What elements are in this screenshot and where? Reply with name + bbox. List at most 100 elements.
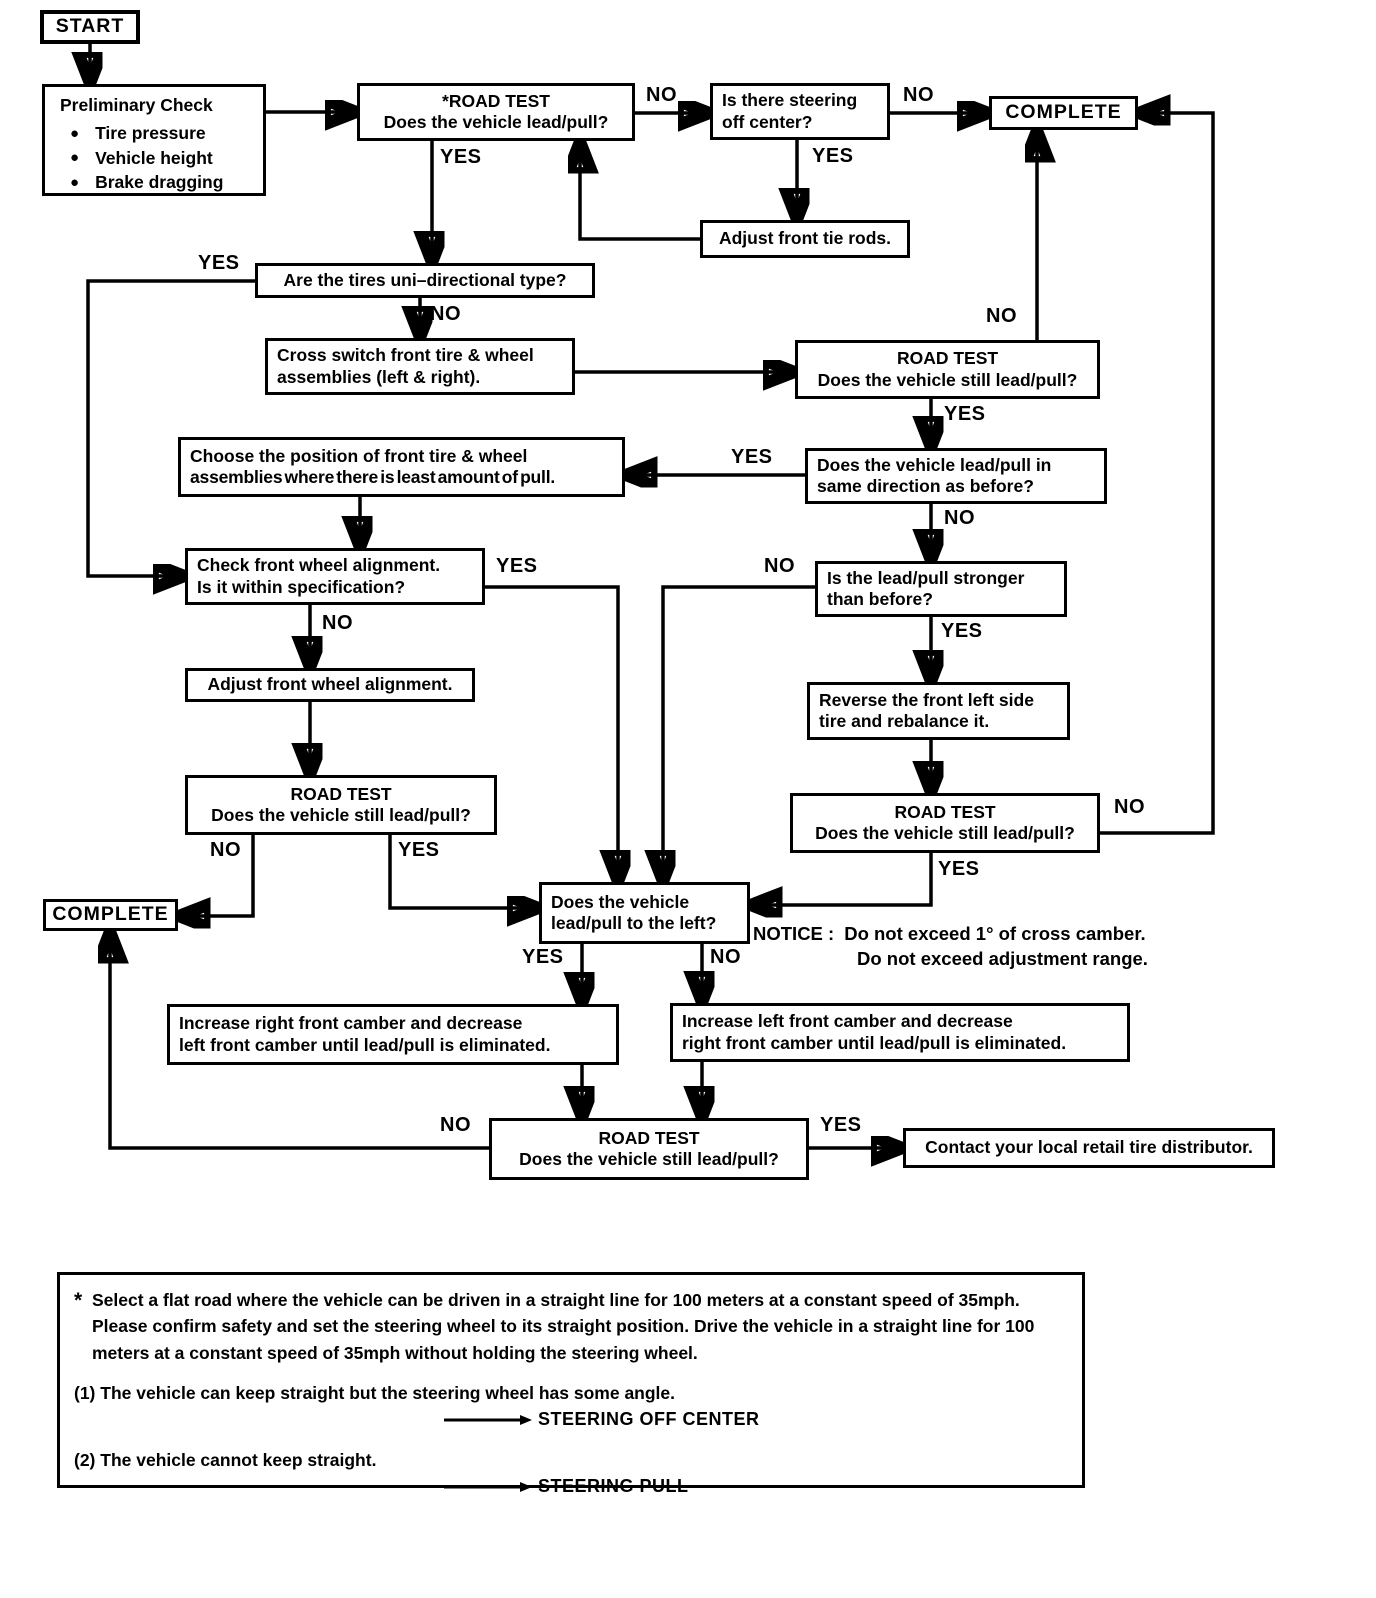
label-stronger-no: NO: [764, 555, 795, 577]
road-test-2-title: ROAD TEST: [896, 348, 999, 369]
steering-line1: Is there steering: [722, 90, 858, 111]
notice-line1: Do not exceed 1° of cross camber.: [844, 923, 1146, 944]
node-start: START: [40, 10, 140, 44]
footnote-paragraph: * Select a flat road where the vehicle c…: [74, 1287, 1066, 1366]
stronger-line1: Is the lead/pull stronger: [827, 567, 1025, 588]
node-uni-directional: Are the tires uni–directional type?: [255, 263, 595, 298]
label-roadtest4-no: NO: [1114, 796, 1145, 818]
label-roadtest4-yes: YES: [938, 858, 980, 880]
bullet-item: ● Brake dragging: [54, 172, 223, 193]
check-alignment-line1: Check front wheel alignment.: [197, 555, 441, 576]
node-adjust-tie-rods: Adjust front tie rods.: [700, 220, 910, 258]
label-steering-no: NO: [903, 84, 934, 106]
node-lead-pull-left: Does the vehicle lead/pull to the left?: [539, 882, 750, 944]
node-contact-distributor: Contact your local retail tire distribut…: [903, 1128, 1275, 1168]
node-complete-top: COMPLETE: [989, 96, 1138, 130]
bullet-text: Brake dragging: [95, 172, 224, 193]
label-unidir-yes: YES: [198, 252, 240, 274]
label-roadtest1-no: NO: [646, 84, 677, 106]
label-roadtest2-yes: YES: [944, 403, 986, 425]
label-stronger-yes: YES: [941, 620, 983, 642]
road-test-4-title: ROAD TEST: [894, 801, 996, 822]
camber-right-line1: Increase left front camber and decrease: [682, 1011, 1013, 1032]
label-roadtest5-yes: YES: [820, 1114, 862, 1136]
road-test-5-title: ROAD TEST: [598, 1127, 700, 1148]
footnote-item-2: (2) The vehicle cannot keep straight.: [74, 1450, 377, 1470]
steering-line2: off center?: [722, 111, 813, 132]
preliminary-check-bullets: ● Tire pressure ● Vehicle height ● Brake dr…: [54, 120, 223, 193]
complete-bottom-label: COMPLETE: [52, 903, 169, 926]
label-leftq-no: NO: [710, 946, 741, 968]
reverse-tire-line2: tire and rebalance it.: [819, 711, 990, 731]
same-direction-line2: same direction as before?: [817, 476, 1034, 496]
road-test-3-title: ROAD TEST: [290, 783, 392, 804]
footnote-box: * Select a flat road where the vehicle c…: [57, 1272, 1085, 1496]
camber-left-line2: left front camber until lead/pull is eli…: [179, 1034, 551, 1055]
node-road-test-4: ROAD TEST Does the vehicle still lead/pu…: [790, 793, 1100, 853]
footnote-result-1: STEERING OFF CENTER: [442, 1406, 1066, 1433]
label-leftq-yes: YES: [522, 946, 564, 968]
road-test-1-question: Does the vehicle lead/pull?: [383, 112, 609, 132]
preliminary-check-title: Preliminary Check: [60, 95, 213, 115]
label-roadtest3-yes: YES: [398, 839, 440, 861]
arrow-right-icon: [444, 1481, 532, 1492]
bullet-icon: ●: [70, 173, 80, 191]
choose-position-line1: Choose the position of front tire & whee…: [190, 445, 528, 466]
check-alignment-line2: Is it within specification?: [197, 576, 406, 597]
start-label: START: [55, 15, 125, 38]
cross-switch-line2: assemblies (left & right).: [277, 366, 481, 387]
connector-roadtest5-complete-no: [110, 937, 489, 1150]
node-preliminary-check: Preliminary Check ● Tire pressure ● Vehicl…: [42, 84, 266, 196]
node-road-test-3: ROAD TEST Does the vehicle still lead/pu…: [185, 775, 497, 835]
node-choose-position: Choose the position of front tire & whee…: [178, 437, 625, 497]
camber-right-line2: right front camber until lead/pull is el…: [682, 1032, 1067, 1053]
bullet-text: Tire pressure: [95, 123, 206, 144]
bullet-text: Vehicle height: [95, 147, 213, 168]
label-check-yes: YES: [496, 555, 538, 577]
connector-check-leftq-yes: [485, 585, 618, 876]
camber-left-line1: Increase right front camber and decrease: [179, 1013, 523, 1034]
notice-block: NOTICE : Do not exceed 1° of cross cambe…: [753, 922, 1148, 972]
bullet-icon: ●: [70, 124, 80, 142]
label-check-no: NO: [322, 612, 353, 634]
footnote-result-2: STEERING PULL: [442, 1473, 1066, 1500]
label-roadtest3-no: NO: [210, 839, 241, 861]
notice-prefix: NOTICE :: [753, 923, 835, 944]
label-samedir-no: NO: [944, 507, 975, 529]
node-reverse-tire: Reverse the front left side tire and reb…: [807, 682, 1070, 740]
footnote-paragraph-text: Select a flat road where the vehicle can…: [92, 1290, 1035, 1363]
connector-unidir-check-yes: [86, 279, 255, 576]
connector-stronger-leftq-no: [663, 585, 815, 876]
arrow-right-icon: [444, 1414, 532, 1425]
node-same-direction: Does the vehicle lead/pull in same direc…: [805, 448, 1107, 504]
cross-switch-line1: Cross switch front tire & wheel: [277, 345, 534, 366]
node-road-test-5: ROAD TEST Does the vehicle still lead/pu…: [489, 1118, 809, 1180]
connector-roadtest3-leftq-yes: [388, 835, 533, 908]
node-complete-bottom: COMPLETE: [43, 899, 178, 931]
complete-top-label: COMPLETE: [1005, 101, 1122, 124]
node-steering-off-center: Is there steering off center?: [710, 83, 890, 140]
bullet-icon: ●: [70, 149, 80, 167]
choose-position-line2: assemblies where there is least amount o…: [190, 467, 556, 487]
node-adjust-alignment: Adjust front wheel alignment.: [185, 668, 475, 702]
node-road-test-1: *ROAD TEST Does the vehicle lead/pull?: [357, 83, 635, 141]
uni-directional-label: Are the tires uni–directional type?: [283, 269, 567, 290]
node-cross-switch: Cross switch front tire & wheel assembli…: [265, 338, 575, 395]
label-roadtest2-no: NO: [986, 305, 1017, 327]
lead-pull-left-line1: Does the vehicle: [551, 891, 690, 912]
label-unidir-no: NO: [430, 303, 461, 325]
road-test-4-question: Does the vehicle still lead/pull?: [815, 823, 1075, 843]
adjust-tie-rods-label: Adjust front tie rods.: [718, 228, 892, 249]
notice-line2: Do not exceed adjustment range.: [857, 947, 1148, 969]
bullet-item: ● Tire pressure: [54, 123, 223, 144]
footnote-result-1-text: STEERING OFF CENTER: [538, 1409, 760, 1429]
connector-roadtest4-complete-no: [1100, 113, 1215, 835]
connector-roadtest4-leftq-yes: [756, 853, 933, 905]
footnote-result-2-text: STEERING PULL: [538, 1476, 689, 1497]
connector-roadtest3-complete-no: [184, 835, 255, 916]
label-samedir-yes: YES: [731, 446, 773, 468]
footnote-item-1: (1) The vehicle can keep straight but th…: [74, 1382, 676, 1403]
node-road-test-2: ROAD TEST Does the vehicle still lead/pu…: [795, 340, 1100, 399]
